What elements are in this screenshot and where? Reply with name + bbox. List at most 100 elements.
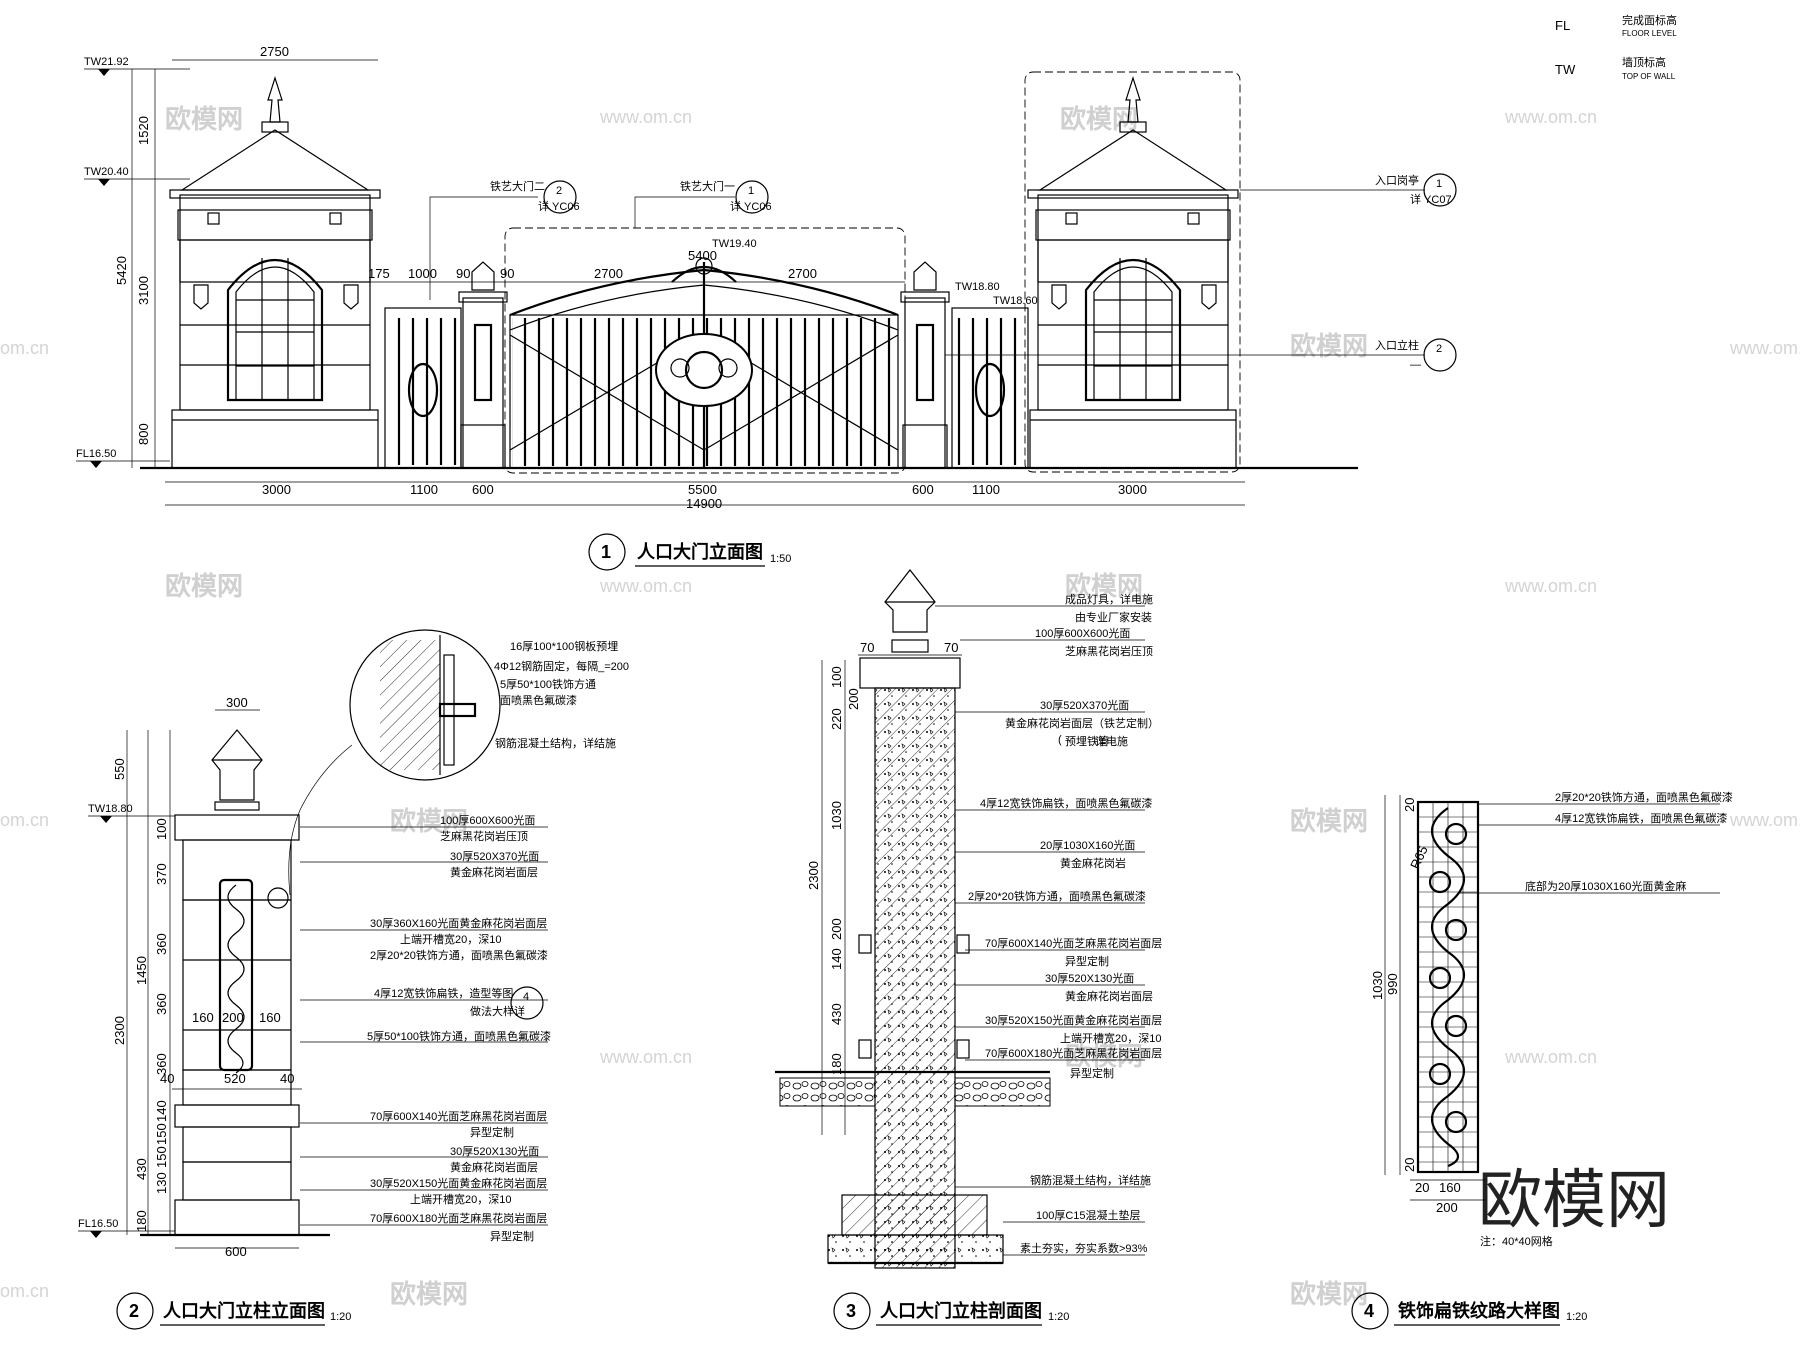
dim-label: 1000 bbox=[408, 266, 437, 281]
note-text: 注：40*40网格 bbox=[1480, 1234, 1553, 1248]
dim-label: 200 bbox=[222, 1010, 244, 1025]
drawing-scale: 1:20 bbox=[1048, 1311, 1069, 1323]
dim-label: 2750 bbox=[260, 44, 289, 59]
callout-label: 铁艺大门一 bbox=[680, 179, 735, 193]
dim-label: 40 bbox=[280, 1071, 294, 1086]
dim-label: 1100 bbox=[972, 482, 1000, 497]
callout-ref: 详 YC07 bbox=[1410, 192, 1452, 206]
note-text: 2厚20*20铁饰方通，面喷黑色氟碳漆 bbox=[968, 889, 1146, 903]
dim-label: 5500 bbox=[688, 482, 717, 497]
callout-number: 2 bbox=[1436, 343, 1442, 355]
pillar-left bbox=[458, 261, 508, 469]
watermark: 欧模网 bbox=[390, 806, 468, 836]
note-text: 30厚520X150光面黄金麻花岗岩面层 bbox=[370, 1176, 547, 1190]
callout-ref: 详 YC06 bbox=[538, 199, 580, 213]
dim-label: 20 bbox=[1402, 1158, 1417, 1172]
watermark: 欧模网 bbox=[165, 571, 243, 601]
dim-label: 600 bbox=[472, 482, 494, 497]
note-text: 2厚20*20铁饰方通，面喷黑色氟碳漆 bbox=[1555, 790, 1733, 804]
note-text: 面喷黑色氟碳漆 bbox=[500, 693, 577, 707]
dim-label: 300 bbox=[226, 695, 248, 710]
dim-label: 90 bbox=[456, 266, 470, 281]
note-text: 底部为20厚1030X160光面黄金麻 bbox=[1525, 879, 1686, 893]
level-label: TW18.60 bbox=[993, 295, 1038, 307]
note-text: 5厚50*100铁饰方通，面喷黑色氟碳漆 bbox=[367, 1029, 551, 1043]
dim-label: 20 bbox=[1415, 1180, 1429, 1195]
watermark-url: www.om.cn bbox=[1729, 810, 1800, 830]
dim-label: 160 bbox=[259, 1010, 281, 1025]
watermark-url: www.om.cn bbox=[1504, 1047, 1597, 1067]
watermark-url: www.om.cn bbox=[599, 107, 692, 127]
watermark: 欧模网 bbox=[1065, 571, 1143, 601]
left-guard-booth bbox=[169, 76, 381, 469]
watermark-url: om.cn bbox=[0, 1281, 49, 1301]
dim-label: 550 bbox=[112, 758, 127, 780]
dim-label: 2300 bbox=[112, 1016, 127, 1045]
note-text: 5厚50*100铁饰方通 bbox=[500, 677, 596, 691]
watermark: 欧模网 bbox=[1060, 104, 1138, 134]
level-label: TW21.92 bbox=[84, 56, 129, 68]
drawing-title: 铁饰扁铁纹路大样图 bbox=[1398, 1300, 1560, 1321]
dim-label: 3100 bbox=[136, 276, 151, 305]
pillar-elevation: TW18.80 FL16.50 300 550 100 370 360 360 … bbox=[78, 629, 629, 1330]
callout-ref: — bbox=[1410, 359, 1421, 371]
legend-en: FLOOR LEVEL bbox=[1622, 29, 1677, 38]
watermark: 欧模网 bbox=[1290, 806, 1368, 836]
dim-label: 70 bbox=[944, 640, 958, 655]
note-text: 芝麻黑花岗岩压顶 bbox=[1065, 644, 1153, 658]
dim-label: 1030 bbox=[829, 801, 844, 830]
note-text: 4厚12宽铁饰扁铁，造型等图 bbox=[374, 986, 513, 1000]
drawing-title: 人口大门立柱立面图 bbox=[163, 1300, 325, 1321]
title-number: 2 bbox=[129, 1301, 139, 1321]
elevation-left-dims: 1520 5420 3100 800 bbox=[114, 69, 156, 468]
note-text: 黄金麻花岗岩面层 bbox=[450, 865, 538, 879]
note-text: 2厚20*20铁饰方通，面喷黑色氟碳漆 bbox=[370, 948, 548, 962]
note-text: 成品灯具，详电施 bbox=[1065, 592, 1153, 606]
pillar-section-title: 3 人口大门立柱剖面图 1:20 bbox=[833, 1292, 1069, 1330]
iron-detail: 1030 990 R65 20 20 20 160 200 2厚20*20铁饰方… bbox=[1351, 790, 1733, 1330]
dim-label: 430 bbox=[134, 1158, 149, 1180]
note-text: 钢筋混凝土结构，详结施 bbox=[1030, 1173, 1151, 1187]
dim-label: 20 bbox=[1402, 798, 1417, 812]
dim-label: 140 bbox=[829, 948, 844, 970]
elevation-levels: TW21.92 TW20.40 FL16.50 TW19.40 TW18.80 … bbox=[76, 56, 1038, 468]
dim-label: 200 bbox=[1436, 1200, 1458, 1215]
watermark-url: om.cn bbox=[0, 810, 49, 830]
dim-label: 100 bbox=[829, 666, 844, 688]
note-text: 30厚520X370光面 bbox=[450, 849, 539, 863]
drawing-scale: 1:20 bbox=[330, 1311, 351, 1323]
watermark-url: www.om.cn bbox=[1729, 338, 1800, 358]
level-label: TW18.80 bbox=[88, 803, 133, 815]
watermark-logo: 欧模网 bbox=[1478, 1164, 1670, 1238]
legend-cn: 墙顶标高 bbox=[1622, 55, 1666, 69]
note-text: 30厚520X130光面 bbox=[1045, 971, 1134, 985]
legend: FL 完成面标高 FLOOR LEVEL TW 墙顶标高 TOP OF WALL bbox=[1555, 13, 1677, 81]
dim-label: 150 bbox=[154, 1123, 169, 1145]
drawing-title: 人口大门立柱剖面图 bbox=[880, 1300, 1042, 1321]
level-label: FL16.50 bbox=[78, 1218, 118, 1230]
dim-label: 200 bbox=[846, 688, 861, 710]
dim-label: 360 bbox=[154, 933, 169, 955]
watermark: 欧模网 bbox=[1065, 1041, 1143, 1071]
legend-code: TW bbox=[1555, 62, 1576, 77]
elevation-callouts: 铁艺大门二 2 详 YC06 铁艺大门一 1 详 YC06 入口岗亭 1 详 Y… bbox=[429, 173, 1457, 372]
main-iron-gate bbox=[509, 257, 899, 469]
dim-label: 430 bbox=[829, 1003, 844, 1025]
note-text: 70厚600X180光面芝麻黑花岗岩面层 bbox=[985, 1046, 1162, 1060]
note-text: 预埋铁管 bbox=[1065, 734, 1109, 748]
watermark: 欧模网 bbox=[165, 104, 243, 134]
dim-label: 14900 bbox=[686, 496, 722, 511]
callout-number: 1 bbox=[1436, 178, 1442, 190]
level-label: TW20.40 bbox=[84, 166, 129, 178]
note-text: 20厚1030X160光面 bbox=[1040, 838, 1135, 852]
note-text: 异型定制 bbox=[470, 1125, 514, 1139]
dim-label: 3000 bbox=[1118, 482, 1147, 497]
elevation-bottom-dims: 3000 1100 600 5500 600 1100 3000 14900 bbox=[165, 481, 1245, 511]
dim-label: 370 bbox=[154, 863, 169, 885]
dim-label: 140 bbox=[154, 1100, 169, 1122]
note-text: 30厚520X370光面 bbox=[1040, 698, 1129, 712]
dim-label: 1450 bbox=[134, 956, 149, 985]
note-text: 30厚520X150光面黄金麻花岗岩面层 bbox=[985, 1013, 1162, 1027]
note-text: 30厚360X160光面黄金麻花岗岩面层 bbox=[370, 916, 547, 930]
